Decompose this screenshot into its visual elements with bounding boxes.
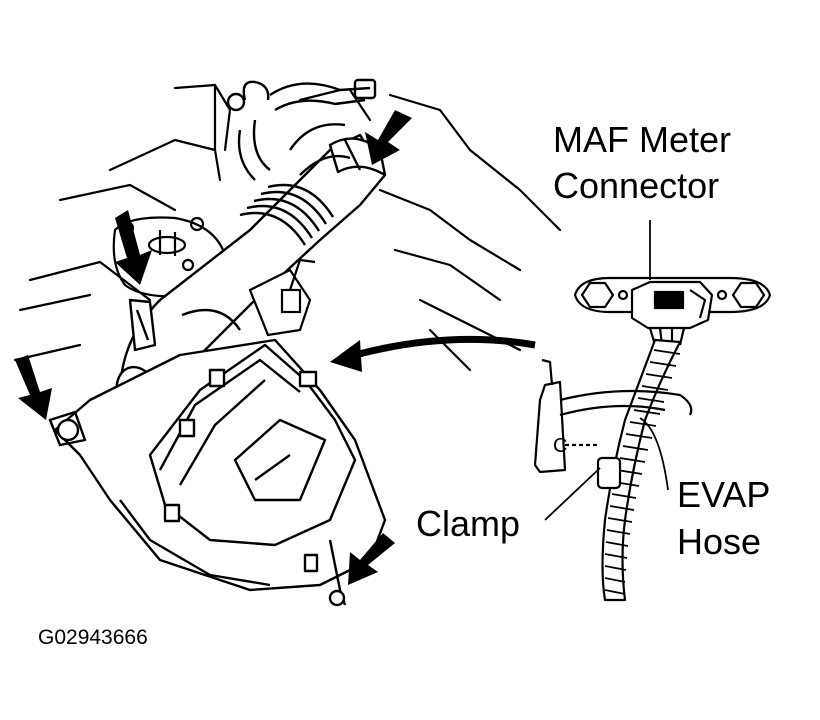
maf-connector-label-line1: MAF Meter bbox=[553, 119, 732, 160]
wire-harness bbox=[601, 338, 682, 602]
figure-id: G02943666 bbox=[38, 626, 148, 649]
inset-c-label: C bbox=[553, 435, 568, 457]
hex-nut-right bbox=[731, 281, 766, 309]
engine-bay-linework bbox=[13, 83, 562, 372]
evap-hose bbox=[559, 389, 693, 416]
inset-detail bbox=[533, 276, 772, 602]
leader-lines bbox=[544, 220, 669, 521]
arrow-clamp-top bbox=[365, 110, 412, 165]
maf-connector-label-line2: Connector bbox=[553, 165, 720, 206]
arrow-strut bbox=[115, 210, 152, 285]
clamp-label: Clamp bbox=[416, 503, 521, 544]
harness-clamp bbox=[596, 456, 622, 490]
upper-hoses bbox=[226, 78, 377, 181]
hex-nut-left bbox=[580, 281, 615, 309]
evap-hose-label-line1: EVAP bbox=[677, 474, 771, 515]
maf-meter-body bbox=[248, 258, 316, 337]
inset-pointer-arrow bbox=[330, 335, 536, 372]
evap-hose-label-line2: Hose bbox=[677, 521, 762, 562]
arrow-bottom-bolt bbox=[348, 533, 395, 585]
removal-arrows bbox=[15, 110, 412, 585]
arrow-left-bolt bbox=[15, 355, 52, 420]
air-cleaner-case bbox=[48, 298, 387, 607]
